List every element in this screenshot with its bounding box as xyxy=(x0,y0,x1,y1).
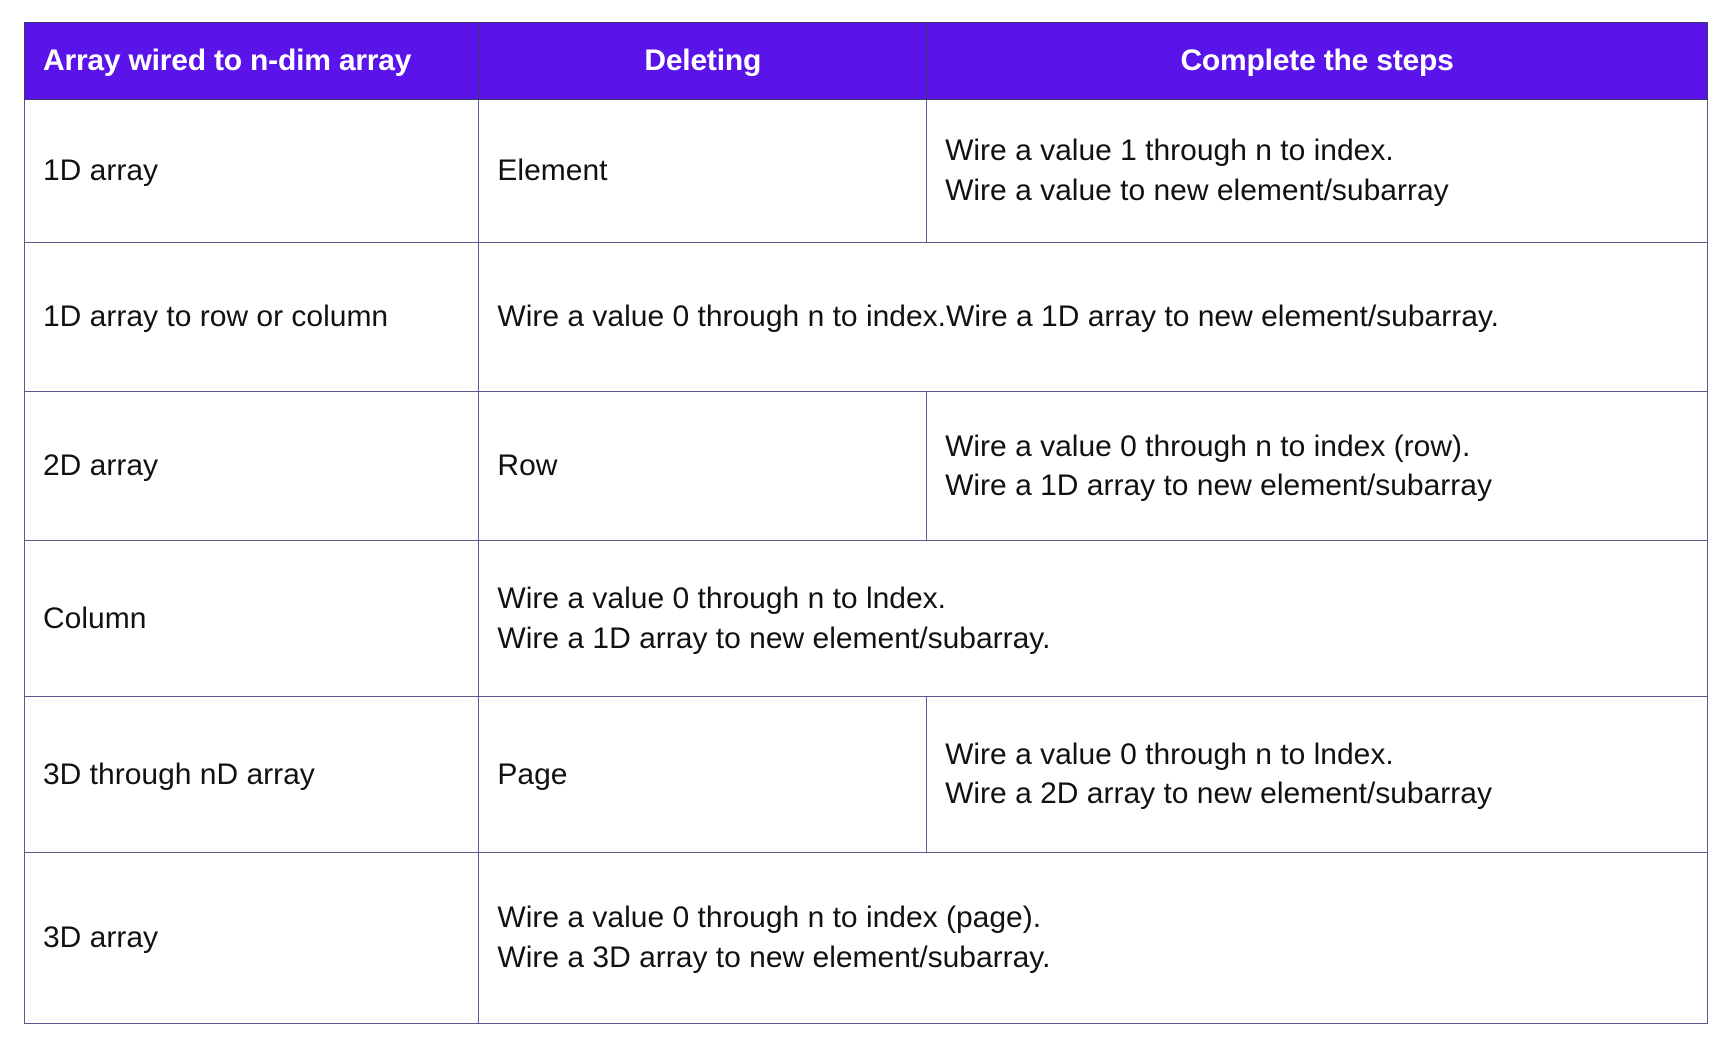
cell-steps: Wire a value 0 through n to index (row).… xyxy=(926,390,1708,542)
cell-deleting: Page xyxy=(478,696,928,853)
cell-merged-steps: Wire a value 0 through n to index.Wire a… xyxy=(478,241,1708,393)
cell-steps: Wire a value 1 through n to index. Wire … xyxy=(926,99,1708,243)
cell-steps-line-1: Wire a value 1 through n to index. xyxy=(945,134,1394,168)
cell-deleting: Row xyxy=(478,390,928,542)
array-operations-table-container: Array wired to n-dim array Deleting Comp… xyxy=(23,22,1708,1025)
cell-merged-steps-line-2: Wire a 3D array to new element/subarray. xyxy=(497,940,1051,974)
cell-deleting: Element xyxy=(478,99,928,243)
cell-steps-line-1: Wire a value 0 through n to lndex. xyxy=(945,737,1394,771)
cell-steps-line-2: Wire a value to new element/subarray xyxy=(945,173,1449,207)
array-operations-table: Array wired to n-dim array Deleting Comp… xyxy=(23,22,1708,1025)
table-row: 3D through nD array Page Wire a value 0 … xyxy=(23,696,1708,853)
cell-merged-steps-line-1: Wire a value 0 through n to lndex. xyxy=(497,582,946,616)
cell-steps-line-2: Wire a 2D array to new element/subarray xyxy=(945,777,1492,811)
cell-array-type: Column xyxy=(23,540,480,698)
table-row: 2D array Row Wire a value 0 through n to… xyxy=(23,390,1708,542)
table-row: Column Wire a value 0 through n to lndex… xyxy=(23,540,1708,698)
table-row: 1D array to row or column Wire a value 0… xyxy=(23,241,1708,393)
cell-array-type: 1D array xyxy=(23,99,480,243)
column-header-complete-the-steps: Complete the steps xyxy=(926,22,1708,100)
cell-steps-line-1: Wire a value 0 through n to index (row). xyxy=(945,429,1471,463)
table-row: 3D array Wire a value 0 through n to ind… xyxy=(23,851,1708,1025)
cell-array-type: 1D array to row or column xyxy=(23,241,480,393)
cell-steps: Wire a value 0 through n to lndex. Wire … xyxy=(926,696,1708,853)
table-header-row: Array wired to n-dim array Deleting Comp… xyxy=(23,22,1708,100)
cell-array-type: 3D through nD array xyxy=(23,696,480,853)
cell-array-type: 2D array xyxy=(23,390,480,542)
cell-merged-steps: Wire a value 0 through n to index (page)… xyxy=(478,851,1708,1025)
cell-merged-steps-line-2: Wire a 1D array to new element/subarray. xyxy=(497,621,1051,655)
cell-steps-line-2: Wire a 1D array to new element/subarray xyxy=(945,469,1492,503)
cell-array-type: 3D array xyxy=(23,851,480,1025)
cell-merged-steps-line-1: Wire a value 0 through n to index (page)… xyxy=(497,901,1042,935)
column-header-deleting: Deleting xyxy=(478,22,928,100)
table-header: Array wired to n-dim array Deleting Comp… xyxy=(23,22,1708,100)
column-header-array-wired: Array wired to n-dim array xyxy=(23,22,480,100)
cell-merged-steps: Wire a value 0 through n to lndex. Wire … xyxy=(478,540,1708,698)
table-body: 1D array Element Wire a value 1 through … xyxy=(23,99,1708,1025)
table-row: 1D array Element Wire a value 1 through … xyxy=(23,99,1708,243)
